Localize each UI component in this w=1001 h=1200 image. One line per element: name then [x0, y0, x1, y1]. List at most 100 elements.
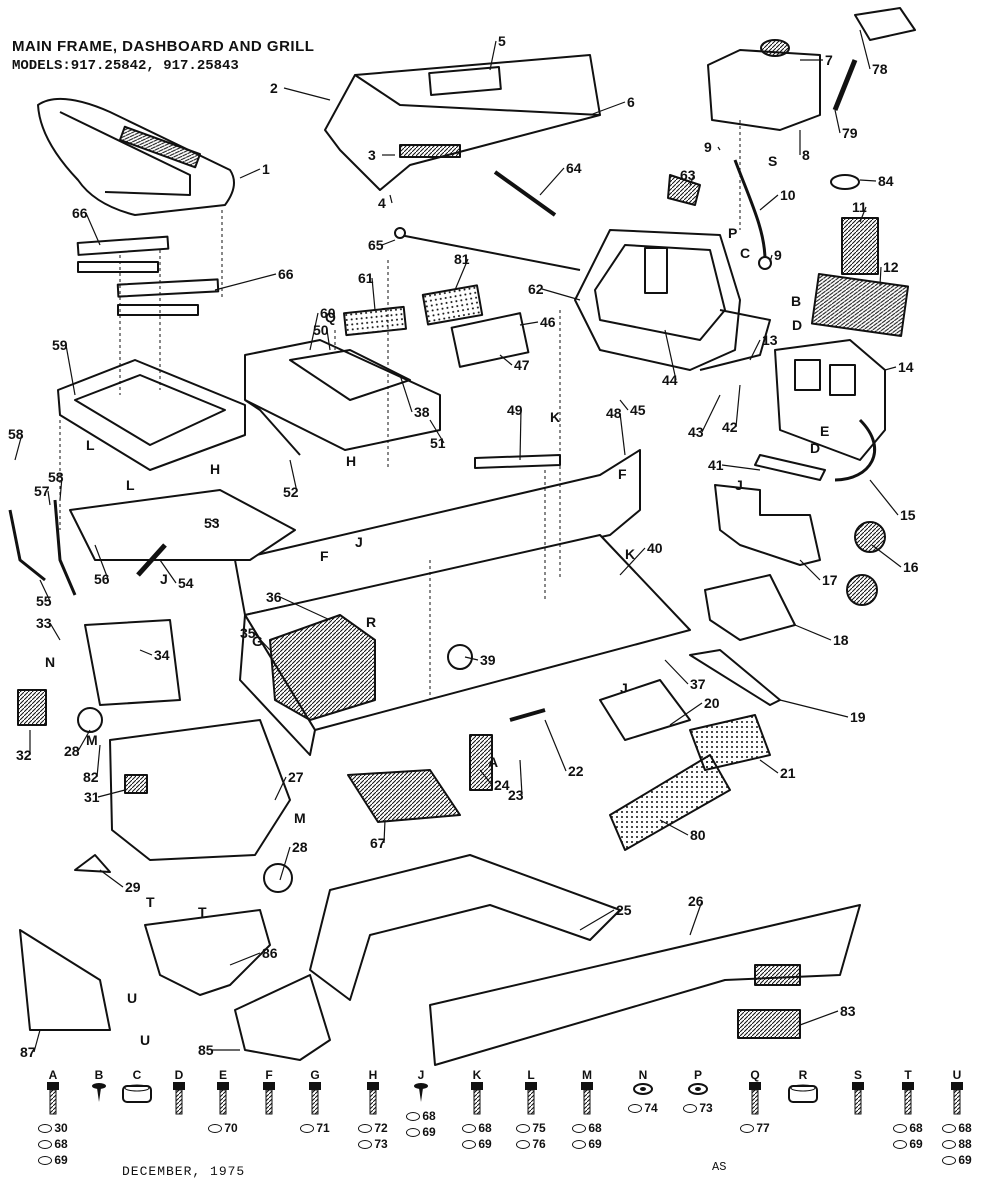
hardware-sub-part: 68	[566, 1121, 608, 1135]
callout-leader	[799, 559, 821, 581]
callout-leader	[65, 344, 76, 396]
hardware-letter: R	[798, 1068, 808, 1082]
callout-leader	[47, 490, 51, 506]
hardware-sub-part: 88	[936, 1137, 978, 1151]
hardware-sub-part: 69	[456, 1137, 498, 1151]
hardware-letter: N	[638, 1068, 648, 1082]
part-callout: 50	[313, 322, 329, 338]
part-callout: 51	[430, 435, 446, 451]
part-callout: 58	[48, 469, 64, 485]
part-callout: 9	[704, 139, 712, 155]
nut-icon	[116, 1082, 158, 1109]
part-callout: 20	[704, 695, 720, 711]
part-grill-housing	[774, 339, 886, 461]
part-callout: 65	[368, 237, 384, 253]
diagram-title: MAIN FRAME, DASHBOARD AND GRILL	[12, 38, 315, 55]
callout-leader	[97, 789, 126, 798]
callout-leader	[279, 846, 291, 881]
part-fender	[309, 854, 621, 1001]
part-callout: 53	[204, 515, 220, 531]
part-callout: 67	[370, 835, 386, 851]
part-callout: 26	[688, 893, 704, 909]
callout-leader	[834, 109, 841, 134]
part-callout: H	[346, 453, 356, 469]
hardware-item: S	[837, 1068, 879, 1119]
callout-leader	[326, 329, 331, 351]
part-callout: M	[294, 810, 306, 826]
bolt-icon	[887, 1082, 929, 1119]
hardware-sub-part: 72	[352, 1121, 394, 1135]
callout-leader	[489, 40, 497, 71]
callout-leader	[659, 819, 689, 836]
part-callout: F	[320, 548, 329, 564]
washer-icon	[677, 1082, 719, 1099]
hardware-sub-part: 69	[400, 1125, 442, 1139]
callout-leader	[544, 719, 567, 772]
part-callout: 82	[83, 769, 99, 785]
part-callout: 6	[627, 94, 635, 110]
callout-leader	[399, 374, 413, 413]
hardware-letter: C	[132, 1068, 142, 1082]
hardware-sub-part: 70	[202, 1121, 244, 1135]
bolt-icon	[248, 1082, 290, 1119]
part-callout: 13	[762, 332, 778, 348]
part-callout: T	[146, 894, 155, 910]
hardware-letter: T	[904, 1068, 912, 1082]
hardware-letter: F	[265, 1068, 273, 1082]
callout-leader	[39, 579, 51, 602]
part-battery	[269, 614, 376, 721]
part-callout: 18	[833, 632, 849, 648]
part-callout: T	[198, 904, 207, 920]
part-fuel-tank	[707, 49, 821, 131]
bolt-icon	[566, 1082, 608, 1119]
hardware-sub-part: 76	[510, 1137, 552, 1151]
callout-leader	[519, 409, 522, 461]
part-callout: 7	[825, 52, 833, 68]
part-callout: 57	[34, 483, 50, 499]
part-seat	[37, 97, 235, 216]
callout-leader	[769, 254, 773, 263]
part-callout: 33	[36, 615, 52, 631]
callout-leader	[689, 174, 695, 186]
callout-leader	[664, 659, 689, 685]
part-callout: J	[355, 534, 363, 550]
part-callout: 17	[822, 572, 838, 588]
callout-leader	[59, 476, 63, 501]
part-callout: A	[488, 754, 498, 770]
bolt-icon	[352, 1082, 394, 1119]
callout-leader	[289, 459, 298, 493]
part-callout: G	[252, 633, 263, 649]
part-callout: 22	[568, 763, 584, 779]
part-callout: 46	[540, 314, 556, 330]
part-hood	[324, 54, 601, 191]
callout-leader	[664, 329, 677, 381]
callout-leader	[871, 544, 902, 568]
callout-leader	[859, 179, 877, 182]
part-callout: 66	[72, 205, 88, 221]
part-console	[574, 229, 741, 371]
bolt-icon	[936, 1082, 978, 1119]
part-seat-pan	[57, 359, 246, 471]
callout-leader	[869, 479, 899, 516]
hardware-sub-part: 73	[352, 1137, 394, 1151]
part-callout: 21	[780, 765, 796, 781]
callout-leader	[619, 399, 629, 411]
part-callout: 78	[872, 61, 888, 77]
document-date: DECEMBER, 1975	[122, 1164, 246, 1179]
bolt-icon	[510, 1082, 552, 1119]
part-callout: S	[768, 153, 777, 169]
callout-leader	[479, 769, 493, 786]
hardware-item: D	[158, 1068, 200, 1119]
hardware-sub-part: 30	[32, 1121, 74, 1135]
part-callout: 83	[840, 1003, 856, 1019]
hardware-letter: L	[527, 1068, 535, 1082]
part-callout: 40	[647, 540, 663, 556]
